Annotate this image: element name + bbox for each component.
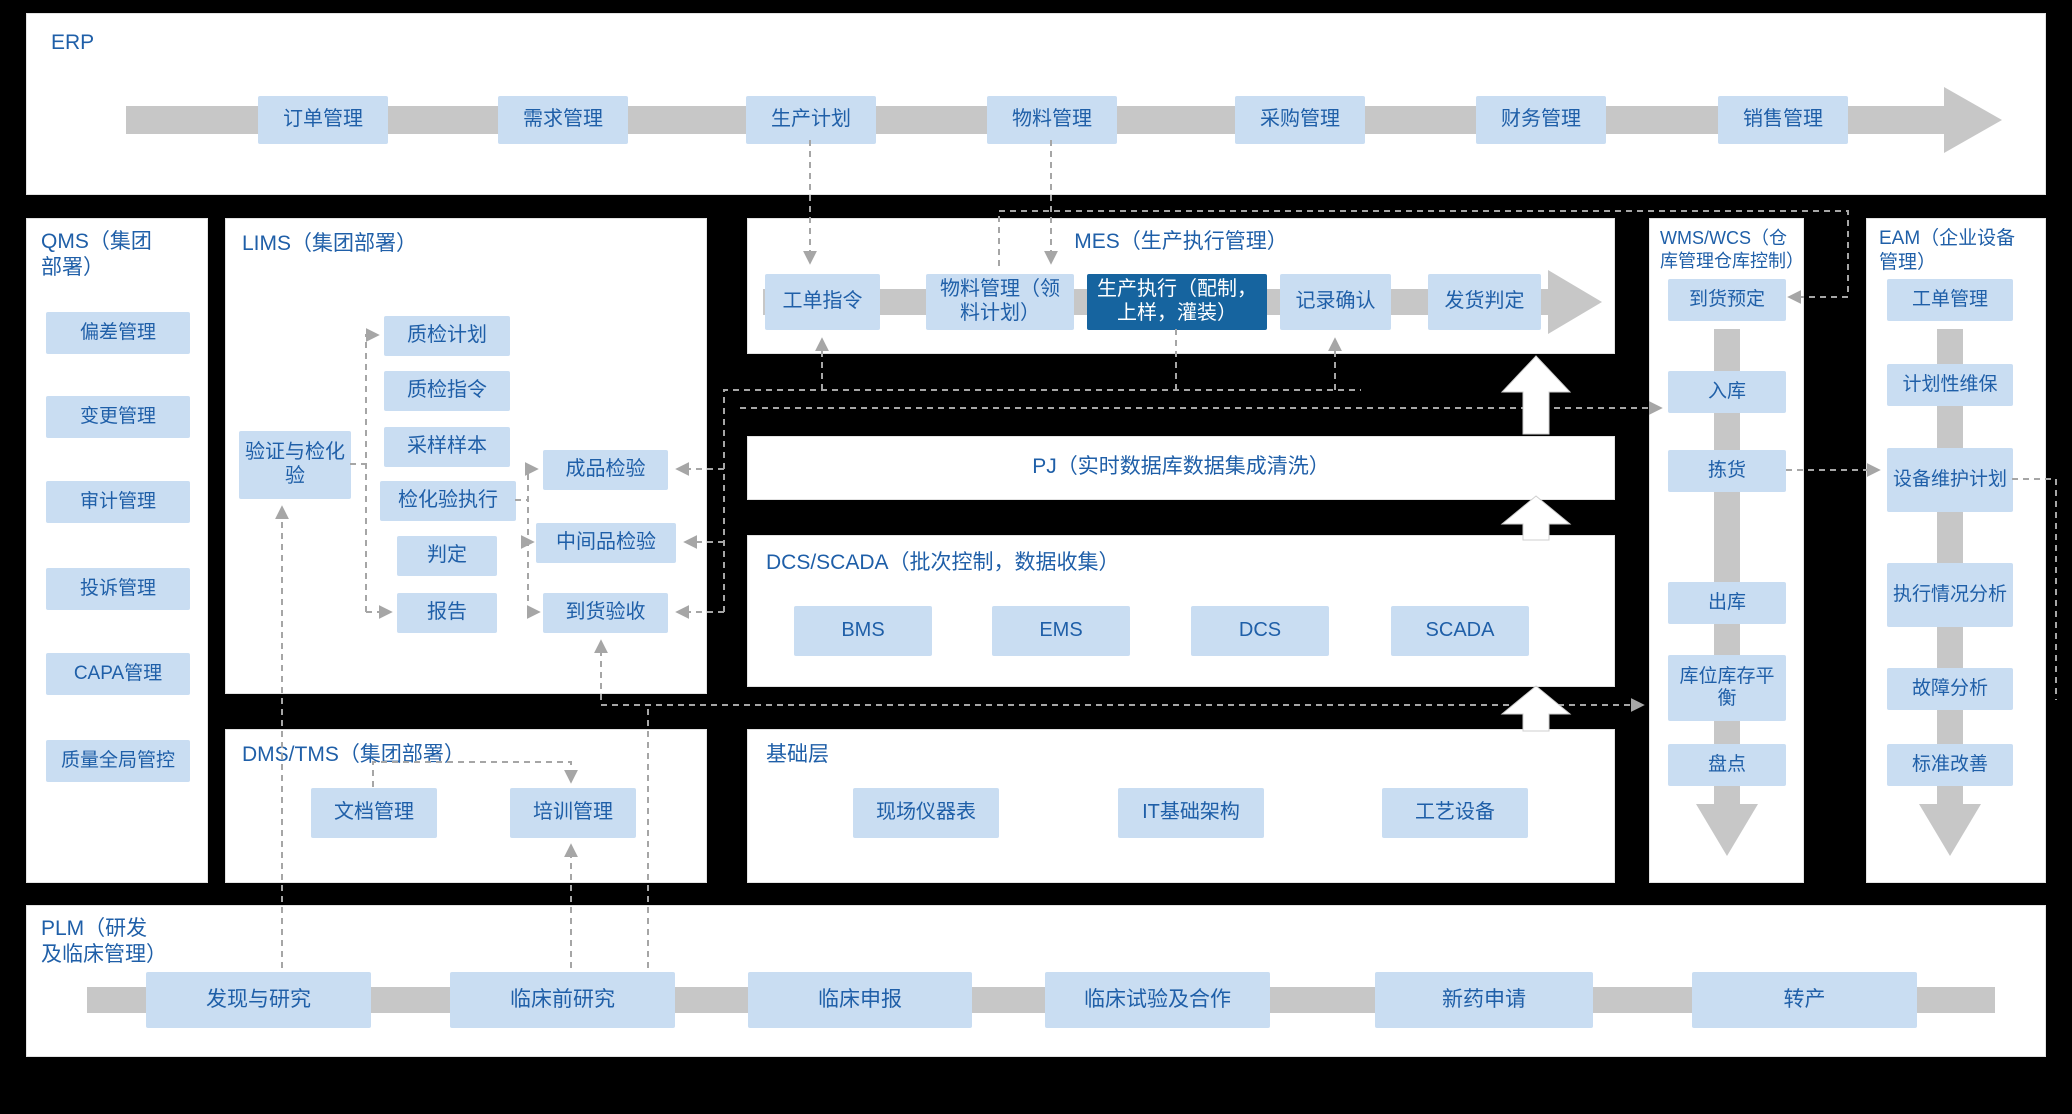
up-arrow-dcs-to-pj <box>1500 495 1572 541</box>
erp-module-finance: 财务管理 <box>1476 96 1606 144</box>
lims-title: LIMS（集团部署） <box>242 232 418 255</box>
dms-tms-title: DMS/TMS（集团部署） <box>242 743 465 766</box>
eam-item-execution-analysis: 执行情况分析 <box>1887 563 2013 627</box>
base-item-field-instruments: 现场仪器表 <box>853 788 999 838</box>
lims-panel: LIMS（集团部署） 验证与检化验 质检计划 质检指令 采样样本 检化验执行 判… <box>225 218 707 694</box>
plm-panel: PLM（研发及临床管理） 发现与研究 临床前研究 临床申报 临床试验及合作 新药… <box>26 905 2046 1057</box>
dcs-item-dcs: DCS <box>1191 606 1329 656</box>
plm-stage-discovery: 发现与研究 <box>146 972 371 1028</box>
plm-band-6 <box>1917 987 1995 1013</box>
erp-module-production-plan: 生产计划 <box>746 96 876 144</box>
lims-verification: 验证与检化验 <box>239 431 351 499</box>
qms-item-global-quality: 质量全局管控 <box>46 740 190 782</box>
lims-finished-inspection: 成品检验 <box>543 450 668 490</box>
dcs-item-bms: BMS <box>794 606 932 656</box>
base-layer-title: 基础层 <box>766 743 829 766</box>
plm-stage-transfer: 转产 <box>1692 972 1917 1028</box>
dcs-item-ems: EMS <box>992 606 1130 656</box>
lims-judgement: 判定 <box>397 536 497 576</box>
qms-panel: QMS（集团部署） 偏差管理 变更管理 审计管理 投诉管理 CAPA管理 质量全… <box>26 218 208 883</box>
wms-wcs-panel: WMS/WCS（仓库管理仓库控制） 到货预定 入库 拣货 出库 库位库存平衡 盘… <box>1649 218 1804 883</box>
up-arrow-pj-to-mes <box>1500 355 1572 435</box>
mes-step-shipping-judgement: 发货判定 <box>1428 274 1541 330</box>
dcs-item-scada: SCADA <box>1391 606 1529 656</box>
lims-qc-order: 质检指令 <box>384 371 510 411</box>
wms-wcs-title: WMS/WCS（仓库管理仓库控制） <box>1660 228 1804 271</box>
plm-band-3 <box>972 987 1045 1013</box>
lims-incoming-inspection: 到货验收 <box>543 593 668 633</box>
plm-stage-nda: 新药申请 <box>1375 972 1593 1028</box>
plm-band-2 <box>675 987 748 1013</box>
eam-item-standard-improvement: 标准改善 <box>1887 744 2013 786</box>
wms-item-stocktake: 盘点 <box>1668 744 1786 786</box>
mes-title: MES（生产执行管理） <box>1074 230 1288 253</box>
erp-title: ERP <box>51 31 95 54</box>
mes-step-record-confirm: 记录确认 <box>1280 274 1391 330</box>
plm-title: PLM（研发及临床管理） <box>41 917 167 967</box>
base-item-it-infrastructure: IT基础架构 <box>1118 788 1264 838</box>
plm-band-4 <box>1270 987 1375 1013</box>
eam-panel: EAM（企业设备管理） 工单管理 计划性维保 设备维护计划 执行情况分析 故障分… <box>1866 218 2046 883</box>
qms-title: QMS（集团部署） <box>41 230 152 280</box>
dms-item-training: 培训管理 <box>510 788 636 838</box>
dcs-scada-panel: DCS/SCADA（批次控制，数据收集） BMS EMS DCS SCADA <box>747 535 1615 687</box>
wms-item-outbound: 出库 <box>1668 582 1786 624</box>
qms-item-deviation: 偏差管理 <box>46 312 190 354</box>
lims-test-execution: 检化验执行 <box>380 481 516 521</box>
lims-qc-plan: 质检计划 <box>384 316 510 356</box>
wms-flow-arrowhead-icon <box>1696 804 1758 856</box>
plm-band-0 <box>87 987 146 1013</box>
wms-item-inbound: 入库 <box>1668 371 1786 413</box>
base-item-process-equipment: 工艺设备 <box>1382 788 1528 838</box>
lims-sampling: 采样样本 <box>384 427 510 467</box>
eam-item-maintenance-plan: 设备维护计划 <box>1887 448 2013 512</box>
pj-title: PJ（实时数据库数据集成清洗） <box>1032 455 1330 478</box>
erp-flow-arrowhead-icon <box>1944 87 2002 153</box>
erp-module-demand: 需求管理 <box>498 96 628 144</box>
plm-stage-clinical-trial: 临床试验及合作 <box>1045 972 1270 1028</box>
qms-item-change: 变更管理 <box>46 396 190 438</box>
lims-intermediate-inspection: 中间品检验 <box>536 523 676 563</box>
qms-item-complaint: 投诉管理 <box>46 568 190 610</box>
eam-item-failure-analysis: 故障分析 <box>1887 668 2013 710</box>
mes-flow-arrowhead-icon <box>1548 270 1602 334</box>
plm-band-1 <box>371 987 450 1013</box>
mes-step-material: 物料管理（领料计划） <box>926 274 1074 330</box>
wms-item-picking: 拣货 <box>1668 450 1786 492</box>
eam-title: EAM（企业设备管理） <box>1879 228 2016 273</box>
wms-item-arrival-booking: 到货预定 <box>1668 279 1786 321</box>
eam-flow-arrowhead-icon <box>1919 804 1981 856</box>
base-layer-panel: 基础层 现场仪器表 IT基础架构 工艺设备 <box>747 729 1615 883</box>
plm-band-5 <box>1593 987 1692 1013</box>
dms-tms-panel: DMS/TMS（集团部署） 文档管理 培训管理 <box>225 729 707 883</box>
wms-item-stock-balance: 库位库存平衡 <box>1668 655 1786 721</box>
dms-item-document: 文档管理 <box>311 788 437 838</box>
mes-step-work-order: 工单指令 <box>765 274 880 330</box>
pj-panel: PJ（实时数据库数据集成清洗） <box>747 436 1615 500</box>
lims-report: 报告 <box>397 593 497 633</box>
erp-module-sales: 销售管理 <box>1718 96 1848 144</box>
mes-step-production-execution: 生产执行（配制，上样，灌装） <box>1087 274 1267 330</box>
erp-module-material: 物料管理 <box>987 96 1117 144</box>
plm-stage-clinical-filing: 临床申报 <box>748 972 972 1028</box>
qms-item-capa: CAPA管理 <box>46 653 190 695</box>
qms-item-audit: 审计管理 <box>46 481 190 523</box>
dcs-scada-title: DCS/SCADA（批次控制，数据收集） <box>766 551 1120 574</box>
eam-item-planned-maintenance: 计划性维保 <box>1887 364 2013 406</box>
mes-panel: MES（生产执行管理） 工单指令 物料管理（领料计划） 生产执行（配制，上样，灌… <box>747 218 1615 354</box>
eam-item-work-order: 工单管理 <box>1887 279 2013 321</box>
erp-module-procurement: 采购管理 <box>1235 96 1365 144</box>
up-arrow-base-to-dcs <box>1500 685 1572 732</box>
plm-stage-preclinical: 临床前研究 <box>450 972 675 1028</box>
erp-module-order: 订单管理 <box>258 96 388 144</box>
erp-panel: ERP 订单管理 需求管理 生产计划 物料管理 采购管理 财务管理 销售管理 <box>26 13 2046 195</box>
